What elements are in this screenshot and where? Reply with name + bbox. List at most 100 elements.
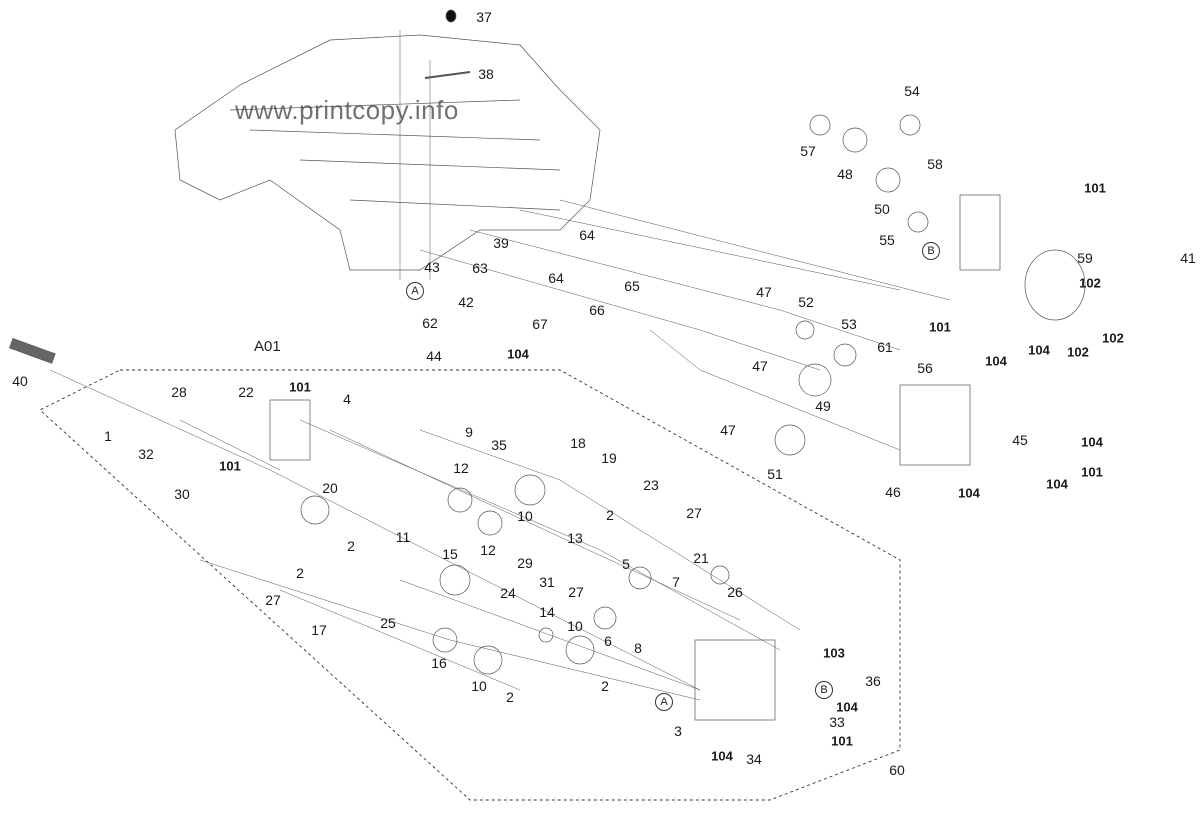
part-label-101: 101 [929, 319, 951, 335]
part-label-54: 54 [904, 83, 920, 99]
part-label-40: 40 [12, 373, 28, 389]
part-label-48: 48 [837, 166, 853, 182]
part-label-41: 41 [1180, 250, 1196, 266]
part-label-32: 32 [138, 446, 154, 462]
part-label-101: 101 [1081, 464, 1103, 480]
part-label-38: 38 [478, 66, 494, 82]
part-label-104: 104 [507, 346, 529, 362]
part-label-12: 12 [453, 460, 469, 476]
part-label-57: 57 [800, 143, 816, 159]
part-label-19: 19 [601, 450, 617, 466]
watermark: www.printcopy.info [235, 95, 459, 125]
part-label-66: 66 [589, 302, 605, 318]
part-label-47: 47 [756, 284, 772, 300]
part-label-35: 35 [491, 437, 507, 453]
part-label-34: 34 [746, 751, 762, 767]
part-label-101: 101 [1084, 180, 1106, 196]
part-label-27: 27 [568, 584, 584, 600]
part-label-49: 49 [815, 398, 831, 414]
part-label-101: 101 [831, 733, 853, 749]
part-label-12: 12 [480, 542, 496, 558]
part-label-10: 10 [567, 618, 583, 634]
part-label-104: 104 [958, 485, 980, 501]
part-label-18: 18 [570, 435, 586, 451]
main-frame [174, 34, 601, 271]
part-label-28: 28 [171, 384, 187, 400]
part-label-63: 63 [472, 260, 488, 276]
part-label-50: 50 [874, 201, 890, 217]
part-label-31: 31 [539, 574, 555, 590]
part-label-27: 27 [686, 505, 702, 521]
part-label-30: 30 [174, 486, 190, 502]
part-label-33: 33 [829, 714, 845, 730]
part-label-51: 51 [767, 466, 783, 482]
part-label-7: 7 [672, 574, 680, 590]
part-label-2: 2 [347, 538, 355, 554]
part-label-1: 1 [104, 428, 112, 444]
part-label-37: 37 [476, 9, 492, 25]
part-label-23: 23 [643, 477, 659, 493]
part-label-20: 20 [322, 480, 338, 496]
part-label-4: 4 [343, 391, 351, 407]
part-label-64: 64 [579, 227, 595, 243]
part-37-knob [445, 9, 457, 23]
part-label-64: 64 [548, 270, 564, 286]
part-label-44: 44 [426, 348, 442, 364]
part-label-101: 101 [289, 379, 311, 395]
part-label-2: 2 [296, 565, 304, 581]
part-label-62: 62 [422, 315, 438, 331]
part-label-53: 53 [841, 316, 857, 332]
part-label-47: 47 [752, 358, 768, 374]
part-label-27: 27 [265, 592, 281, 608]
part-label-52: 52 [798, 294, 814, 310]
ref-marker-b-bottom: B [815, 681, 833, 699]
part-label-102: 102 [1067, 344, 1089, 360]
part-label-2: 2 [506, 689, 514, 705]
part-label-104: 104 [711, 748, 733, 764]
part-label-22: 22 [238, 384, 254, 400]
part-label-45: 45 [1012, 432, 1028, 448]
part-label-2: 2 [601, 678, 609, 694]
part-label-15: 15 [442, 546, 458, 562]
part-label-29: 29 [517, 555, 533, 571]
ref-marker-a-bottom: A [655, 693, 673, 711]
part-label-8: 8 [634, 640, 642, 656]
part-label-46: 46 [885, 484, 901, 500]
part-label-67: 67 [532, 316, 548, 332]
part-label-39: 39 [493, 235, 509, 251]
group-boundary [39, 369, 901, 801]
part-label-10: 10 [471, 678, 487, 694]
part-label-47: 47 [720, 422, 736, 438]
part-label-13: 13 [567, 530, 583, 546]
part-label-43: 43 [424, 259, 440, 275]
part-label-101: 101 [219, 458, 241, 474]
part-label-2: 2 [606, 507, 614, 523]
ref-marker-b-top: B [922, 242, 940, 260]
part-label-3: 3 [674, 723, 682, 739]
part-label-104: 104 [1046, 476, 1068, 492]
part-label-5: 5 [622, 556, 630, 572]
part-label-65: 65 [624, 278, 640, 294]
part-label-14: 14 [539, 604, 555, 620]
part-label-60: 60 [889, 762, 905, 778]
part-label-104: 104 [985, 353, 1007, 369]
ref-marker-a-top: A [406, 282, 424, 300]
part-label-104: 104 [836, 699, 858, 715]
part-label-58: 58 [927, 156, 943, 172]
part-label-16: 16 [431, 655, 447, 671]
part-label-61: 61 [877, 339, 893, 355]
part-label-59: 59 [1077, 250, 1093, 266]
part-label-10: 10 [517, 508, 533, 524]
part-label-26: 26 [727, 584, 743, 600]
part-label-102: 102 [1102, 330, 1124, 346]
part-label-56: 56 [917, 360, 933, 376]
part-label-17: 17 [311, 622, 327, 638]
part-label-9: 9 [465, 424, 473, 440]
part-label-104: 104 [1028, 342, 1050, 358]
part-label-36: 36 [865, 673, 881, 689]
part-label-102: 102 [1079, 275, 1101, 291]
part-label-21: 21 [693, 550, 709, 566]
part-label-42: 42 [458, 294, 474, 310]
part-label-6: 6 [604, 633, 612, 649]
